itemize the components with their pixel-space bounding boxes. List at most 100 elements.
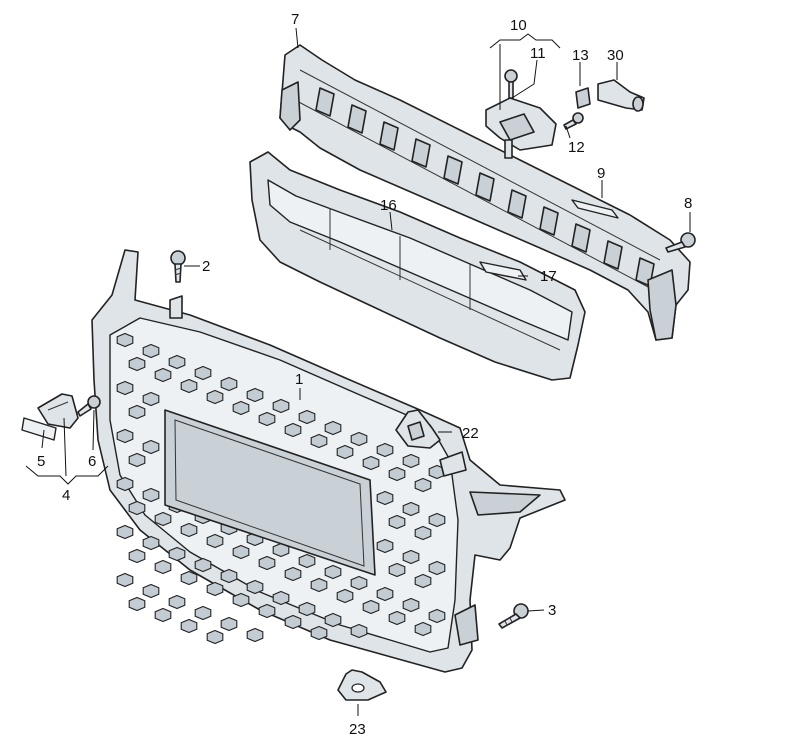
mesh-cell (232, 400, 250, 416)
bracket-rib (603, 240, 623, 270)
mesh-cell (428, 512, 446, 528)
mesh-cell (116, 476, 134, 492)
mesh-cell (116, 524, 134, 540)
mesh-cell (142, 343, 160, 359)
mesh-cell (402, 597, 420, 613)
mesh-cell (298, 553, 316, 569)
mesh-cell (350, 623, 368, 639)
mesh-cell (128, 452, 146, 468)
mesh-cell (272, 398, 290, 414)
mesh-cell (324, 612, 342, 628)
part-1-grille (91, 249, 566, 673)
mesh-cell (258, 411, 276, 427)
callout-17: 17 (540, 268, 557, 285)
bracket-rib (507, 189, 527, 219)
mesh-cell (206, 581, 224, 597)
mesh-cell (168, 354, 186, 370)
mesh-cell (142, 391, 160, 407)
mesh-cell (376, 586, 394, 602)
mesh-cell (298, 409, 316, 425)
mesh-cell (154, 367, 172, 383)
mesh-cell (414, 477, 432, 493)
bracket-rib (411, 138, 431, 168)
mesh-cell (258, 555, 276, 571)
bracket-rib (379, 121, 399, 151)
callout-23: 23 (349, 721, 366, 738)
callout-11: 11 (530, 45, 546, 62)
bracket-rib (347, 104, 367, 134)
mesh-cell (324, 564, 342, 580)
mesh-cell (284, 566, 302, 582)
part-3-screw (498, 603, 529, 629)
part-11-screw (504, 69, 518, 99)
mesh-cell (350, 431, 368, 447)
mesh-cell (128, 500, 146, 516)
mesh-cell (194, 605, 212, 621)
mesh-cell (414, 525, 432, 541)
callout-2: 2 (202, 258, 210, 275)
mesh-cell (116, 428, 134, 444)
part-13-clip (575, 87, 591, 109)
mesh-cell (206, 533, 224, 549)
mesh-cell (142, 535, 160, 551)
mesh-cell (194, 557, 212, 573)
part-22-bracket (395, 409, 441, 449)
part-23-bracket (337, 669, 387, 701)
mesh-cell (168, 546, 186, 562)
part-5-pad (21, 417, 57, 441)
part-12-screw (563, 112, 584, 130)
mesh-cell (428, 608, 446, 624)
mesh-cell (180, 618, 198, 634)
callout-22: 22 (462, 425, 479, 442)
mesh-cell (362, 599, 380, 615)
mesh-cell (154, 511, 172, 527)
part-10-holder (485, 97, 557, 159)
mesh-cell (272, 590, 290, 606)
mesh-cell (206, 629, 224, 645)
mesh-cell (142, 439, 160, 455)
mesh-cell (402, 453, 420, 469)
honeycomb-mesh (116, 332, 446, 645)
part-16-absorber (249, 151, 586, 381)
part-30-sensor (597, 79, 645, 112)
mesh-cell (336, 588, 354, 604)
part-6-screw (77, 395, 101, 417)
mesh-cell (180, 570, 198, 586)
part-8-screw (665, 232, 696, 253)
mesh-cell (310, 625, 328, 641)
mesh-cell (402, 549, 420, 565)
mesh-cell (142, 583, 160, 599)
mesh-cell (388, 610, 406, 626)
mesh-cell (388, 514, 406, 530)
mesh-cell (128, 356, 146, 372)
mesh-cell (284, 422, 302, 438)
mesh-cell (402, 501, 420, 517)
part-2-screw (170, 250, 186, 283)
callout-6: 6 (88, 453, 96, 470)
mesh-cell (232, 544, 250, 560)
callout-10: 10 (510, 17, 527, 34)
mesh-cell (284, 614, 302, 630)
mesh-cell (310, 433, 328, 449)
mesh-cell (116, 572, 134, 588)
mesh-cell (362, 455, 380, 471)
mesh-cell (246, 627, 264, 643)
mesh-cell (142, 487, 160, 503)
part-7-carrier-bracket (279, 44, 691, 341)
callout-16: 16 (380, 197, 397, 214)
mesh-cell (232, 592, 250, 608)
mesh-cell (310, 577, 328, 593)
callout-12: 12 (568, 139, 585, 156)
mesh-cell (128, 404, 146, 420)
callout-3: 3 (548, 602, 556, 619)
mesh-cell (180, 378, 198, 394)
mesh-cell (116, 332, 134, 348)
callout-labels: 7 10 11 13 30 12 9 8 16 2 17 1 22 5 6 4 … (37, 11, 692, 738)
bracket-rib (443, 155, 463, 185)
bracket-rib (315, 87, 335, 117)
callout-4: 4 (62, 487, 70, 504)
mesh-cell (298, 601, 316, 617)
mesh-cell (128, 548, 146, 564)
leader-lines (25, 27, 691, 716)
